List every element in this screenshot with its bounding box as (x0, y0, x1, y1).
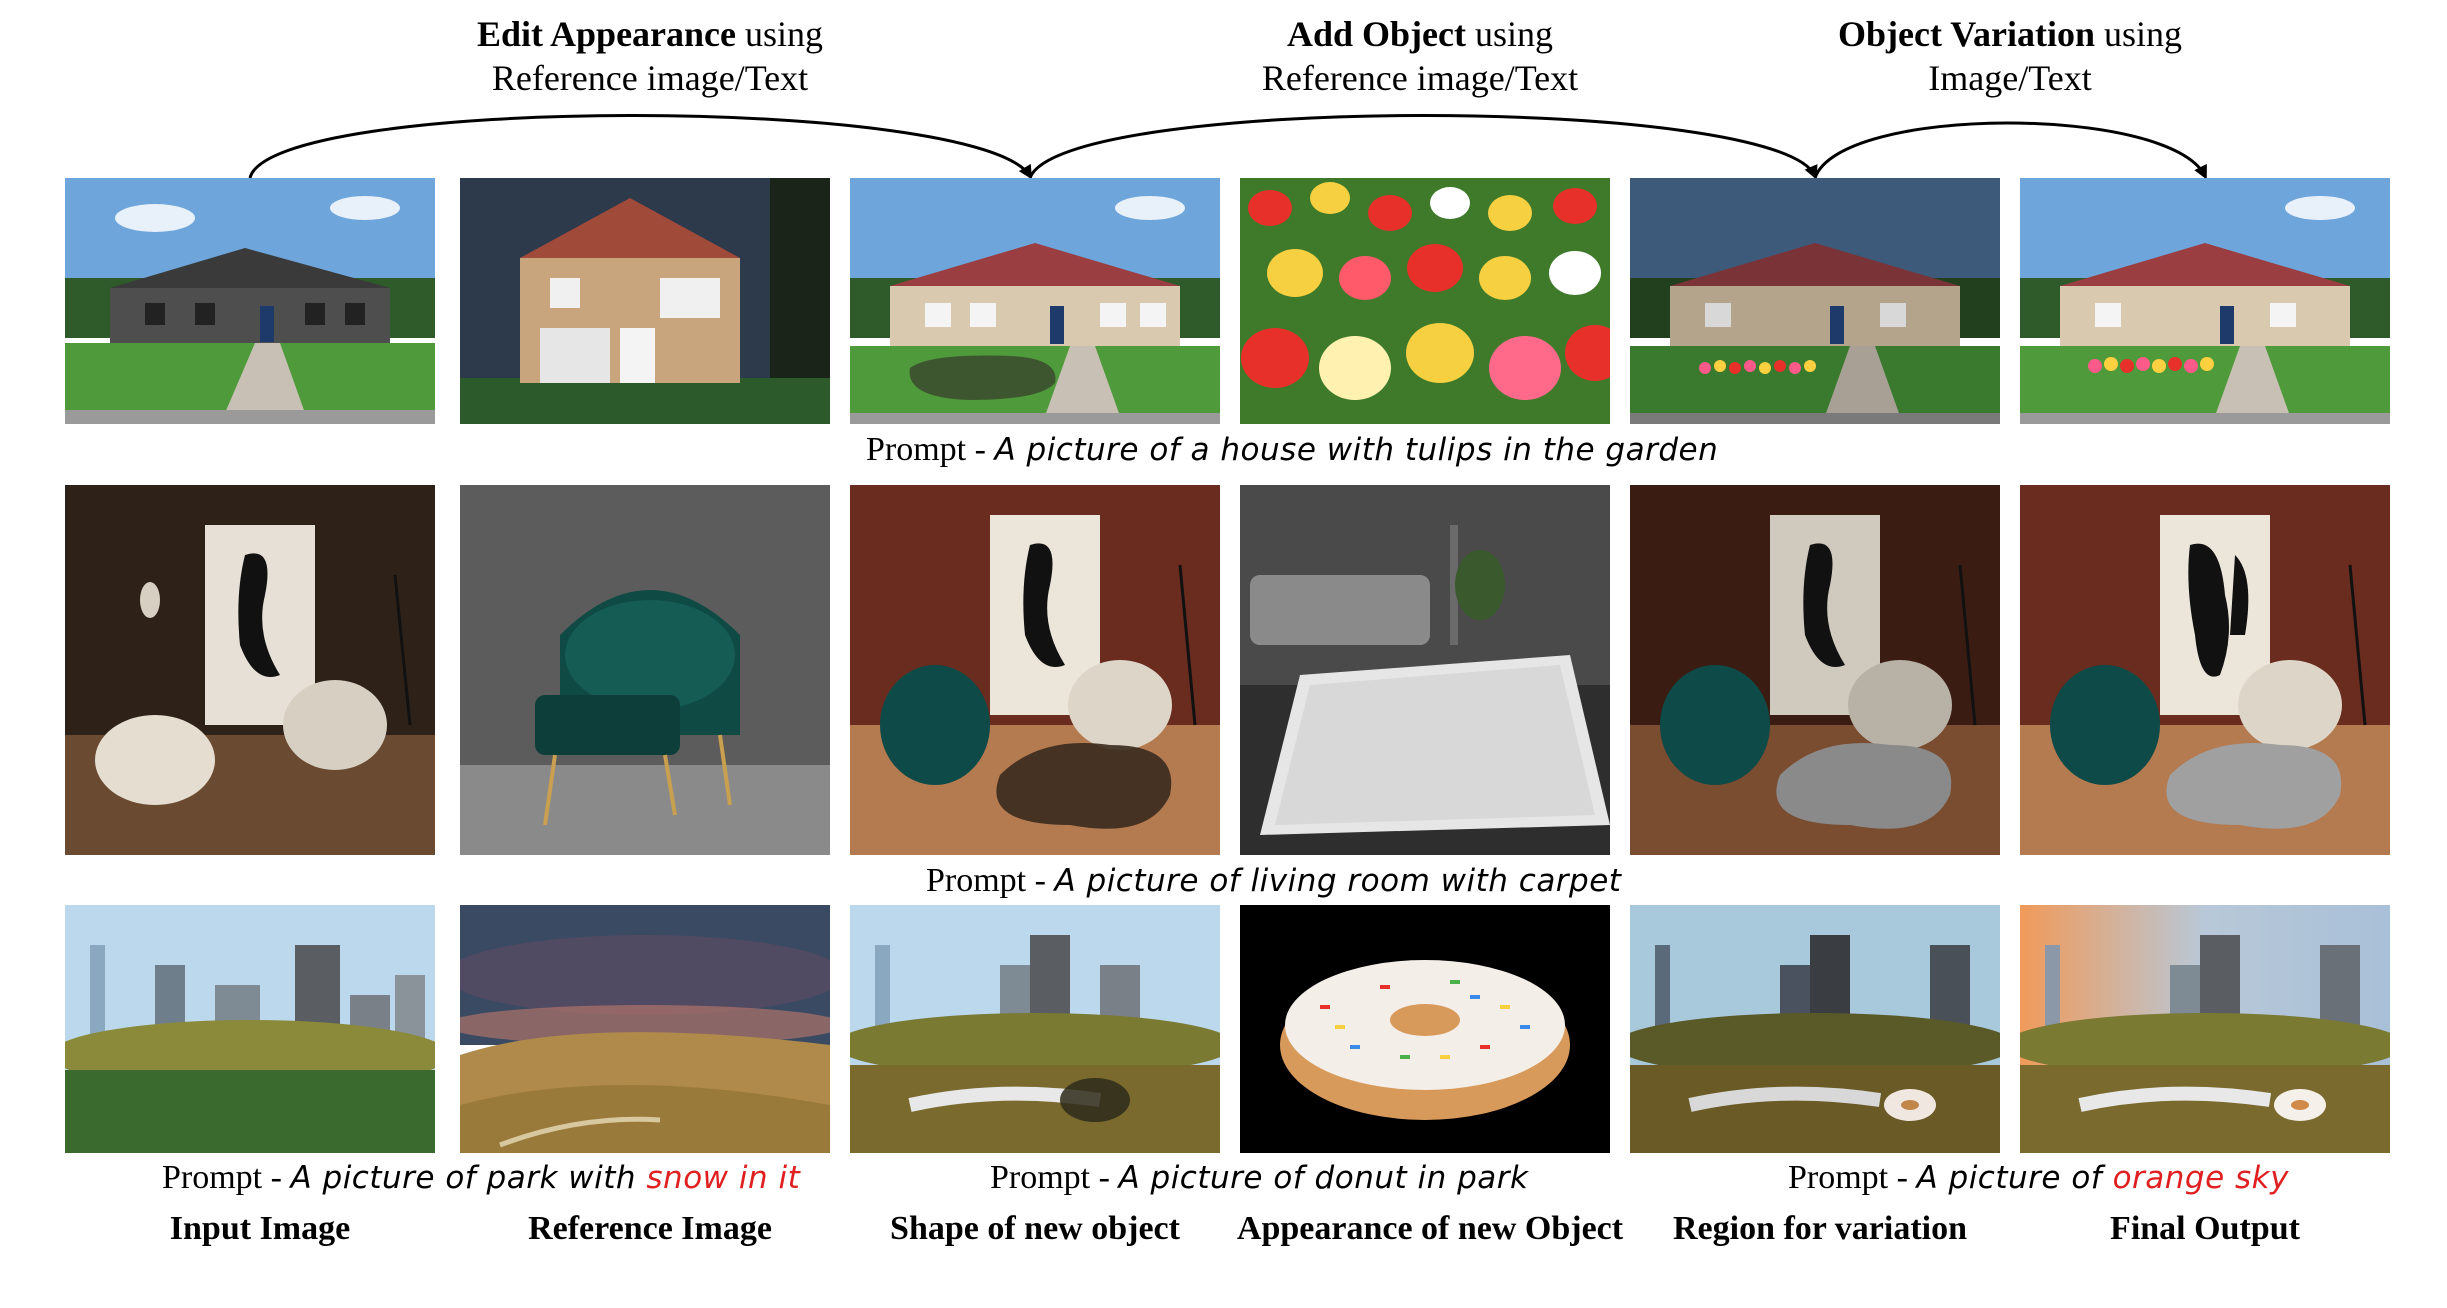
row1-shape-of-new-object (850, 178, 1220, 424)
stage-title-bold: Edit Appearance (476, 14, 736, 54)
prompt-text: A picture of living room with carpet (1054, 863, 1622, 899)
row1-reference-image (460, 178, 830, 424)
stage-title-rest: using (2094, 14, 2182, 54)
col-label-shape-of-new-object: Shape of new object (890, 1210, 1180, 1247)
row3-appearance-of-new-object (1240, 905, 1610, 1153)
arrow-object-variation (1813, 121, 2207, 180)
prompt-text: A picture of (1916, 1160, 2113, 1196)
prompt-highlight: orange sky (2112, 1160, 2289, 1196)
row1-region-for-variation (1630, 178, 2000, 424)
row2-region-for-variation (1630, 485, 2000, 855)
stage-title-add-object: Add Object using Reference image/Text (1180, 12, 1660, 100)
row3-input-image (65, 905, 435, 1153)
row2-shape-of-new-object (850, 485, 1220, 855)
prompt-prefix: Prompt - (162, 1159, 291, 1196)
col-label-final-output: Final Output (2110, 1210, 2300, 1247)
col-label-appearance-of-new-object: Appearance of new Object (1236, 1210, 1624, 1247)
prompt-prefix: Prompt - (926, 862, 1055, 899)
row3-prompt-donut: Prompt - A picture of donut in park (990, 1158, 1529, 1198)
col-label-region-for-variation: Region for variation (1672, 1210, 1967, 1247)
stage-title-line2: Image/Text (1928, 58, 2092, 98)
col-label-reference-image: Reference Image (528, 1210, 772, 1247)
stage-title-edit-appearance: Edit Appearance using Reference image/Te… (410, 12, 890, 100)
prompt-prefix: Prompt - (866, 431, 995, 468)
row2-appearance-of-new-object (1240, 485, 1610, 855)
stage-title-object-variation: Object Variation using Image/Text (1770, 12, 2250, 100)
prompt-prefix: Prompt - (1788, 1159, 1917, 1196)
stage-arrows (248, 114, 2207, 180)
stage-title-rest: using (1465, 14, 1553, 54)
stage-title-line2: Reference image/Text (491, 58, 809, 98)
row2-input-image (65, 485, 435, 855)
row2-reference-image (460, 485, 830, 855)
stage-title-rest: using (736, 14, 824, 54)
col-label-input-image: Input Image (169, 1210, 351, 1247)
prompt-text: A picture of a house with tulips in the … (994, 432, 1719, 468)
arrow-add-object (1028, 114, 1818, 180)
row2-final-output (2020, 485, 2390, 855)
row1-final-output (2020, 178, 2390, 424)
row3-final-output (2020, 905, 2390, 1153)
row3-prompt-snow: Prompt - A picture of park with snow in … (162, 1158, 800, 1198)
row3-prompt-orange-sky: Prompt - A picture of orange sky (1788, 1158, 2289, 1198)
prompt-prefix: Prompt - (990, 1159, 1119, 1196)
prompt-text: A picture of donut in park (1118, 1160, 1529, 1196)
row3-region-for-variation (1630, 905, 2000, 1153)
row3-shape-of-new-object (850, 905, 1220, 1153)
row1-appearance-of-new-object (1240, 178, 1610, 424)
stage-title-line2: Reference image/Text (1261, 58, 1579, 98)
row1-prompt: Prompt - A picture of a house with tulip… (866, 430, 1718, 470)
stage-title-bold: Object Variation (1837, 14, 2095, 54)
row1-input-image (65, 178, 435, 424)
stage-title-bold: Add Object (1286, 14, 1466, 54)
row3-reference-image (460, 905, 830, 1153)
row2-prompt: Prompt - A picture of living room with c… (926, 861, 1621, 901)
prompt-highlight: snow in it (646, 1160, 801, 1196)
arrow-edit-appearance (248, 114, 1033, 180)
prompt-text: A picture of park with (290, 1160, 647, 1196)
